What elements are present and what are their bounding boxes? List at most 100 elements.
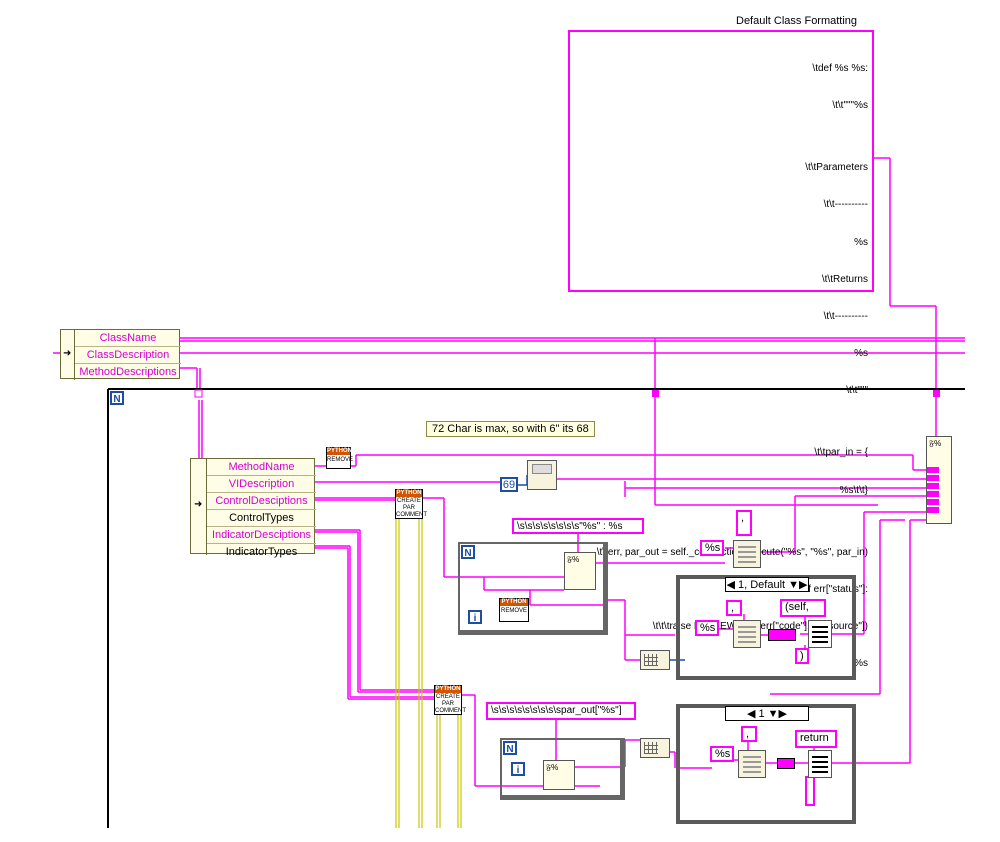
python-remove-label: REMOVE — [327, 457, 354, 463]
python-create-label: CREATE PAR COMMENT — [396, 498, 427, 518]
field-methodname[interactable]: MethodName — [207, 459, 316, 476]
concatenate-strings-node[interactable] — [808, 620, 832, 648]
comma-constant[interactable]: , — [726, 600, 742, 616]
percent-s-constant[interactable]: %s — [695, 620, 719, 636]
join-strings-node[interactable] — [733, 620, 761, 648]
field-controldesciptions[interactable]: ControlDesciptions — [207, 493, 316, 510]
python-header: PYTHON — [396, 490, 422, 497]
array-to-spreadsheet-node[interactable] — [640, 738, 670, 758]
string-indicator — [768, 629, 796, 641]
concatenate-strings-icon — [738, 625, 756, 643]
format-line: \t\t---------- — [823, 310, 868, 322]
case-next-icon[interactable]: ▼▶ — [767, 708, 788, 720]
self-prefix-constant[interactable]: (self, — [780, 599, 826, 617]
field-controltypes[interactable]: ControlTypes — [207, 510, 316, 527]
return-constant[interactable]: return — [795, 730, 837, 748]
python-create-label: CREATE PAR COMMENT — [435, 694, 466, 714]
concatenate-strings-icon — [743, 755, 761, 773]
case-selector-2[interactable]: ◀ 1 ▼▶ — [725, 706, 809, 721]
numeric-constant-69[interactable]: 69 — [500, 477, 518, 492]
output-format-constant[interactable]: \s\s\s\s\s\s\s\s\spar_out["%s"] — [486, 702, 636, 720]
concatenate-strings-node[interactable] — [808, 750, 832, 778]
outputs-for-loop[interactable] — [500, 738, 625, 800]
format-title: Default Class Formatting — [736, 15, 858, 27]
field-classdescription[interactable]: ClassDescription — [75, 347, 181, 364]
format-line: \t\tParameters — [805, 162, 868, 174]
input-terminal[interactable] — [927, 483, 939, 489]
string-wrap-node[interactable] — [527, 460, 557, 490]
python-header: PYTHON — [435, 686, 461, 693]
comment-label: 72 Char is max, so with 6" its 68 — [426, 421, 595, 437]
python-header: PYTHON — [327, 448, 353, 455]
percent-s-constant[interactable]: %s — [710, 746, 734, 762]
case-label-1: 1, Default — [738, 579, 786, 591]
field-indicatortypes[interactable]: IndicatorTypes — [225, 546, 298, 558]
loop-iteration-terminal: i — [511, 762, 525, 776]
loop-count-terminal[interactable]: N — [110, 391, 124, 405]
input-terminal[interactable] — [927, 467, 939, 473]
format-line: \tdef %s %s: — [812, 62, 868, 74]
params-for-loop[interactable] — [458, 542, 608, 635]
concatenate-strings-icon — [812, 755, 828, 773]
field-methoddescriptions[interactable]: MethodDescriptions — [79, 366, 177, 378]
array-to-spreadsheet-node[interactable] — [640, 650, 670, 670]
field-indicatordesciptions[interactable]: IndicatorDesciptions — [207, 527, 316, 544]
format-into-string-params[interactable]: 𝔉% — [564, 552, 596, 590]
input-terminal[interactable] — [927, 491, 939, 497]
format-line: \t\tReturns — [821, 273, 868, 285]
case-selector-1[interactable]: ◀ 1, Default ▼▶ — [725, 577, 809, 592]
format-into-string-icon: 𝔉% — [567, 555, 580, 564]
case-prev-icon[interactable]: ◀ — [726, 579, 735, 591]
python-header: PYTHON — [500, 599, 528, 606]
case-next-icon[interactable]: ▼▶ — [788, 579, 808, 591]
python-create-comment-subvi[interactable]: PYTHON CREATE PAR COMMENT — [434, 685, 466, 715]
field-videscription[interactable]: VIDescription — [207, 476, 316, 493]
format-line: \t\t""" — [846, 385, 868, 397]
string-indicator — [777, 758, 795, 769]
format-line: %s — [854, 658, 868, 670]
format-line: \t\tpar_in = { — [814, 447, 868, 459]
comma-constant[interactable]: , — [736, 510, 752, 536]
format-into-string-final[interactable]: 𝔉% — [926, 436, 952, 524]
format-into-string-icon: 𝔉% — [546, 763, 559, 772]
wrap-icon — [532, 464, 552, 474]
param-format-constant[interactable]: \s\s\s\s\s\s\s\s"%s" : %s — [512, 518, 644, 534]
case-label-2: 1 — [758, 708, 765, 720]
unbundle-input-terminal[interactable] — [61, 330, 75, 380]
input-terminal[interactable] — [927, 475, 939, 481]
join-strings-node[interactable] — [738, 750, 766, 778]
close-paren-constant[interactable]: ) — [795, 648, 809, 664]
loop-count-terminal[interactable]: N — [503, 741, 517, 755]
format-line: \t\t---------- — [823, 199, 868, 211]
concatenate-strings-icon — [738, 545, 756, 563]
case-prev-icon[interactable]: ◀ — [746, 708, 756, 720]
format-line: %s — [854, 348, 868, 360]
array-to-spreadsheet-icon — [644, 654, 658, 666]
input-terminal[interactable] — [927, 499, 939, 505]
format-line: \t\t\traise LabVIEWerror(err["code"],err… — [652, 621, 868, 633]
loop-count-terminal[interactable]: N — [461, 545, 475, 559]
arrow-right-icon: ➜ — [194, 499, 203, 510]
method-unbundle-node[interactable]: ➜ MethodName VIDescription ControlDescip… — [190, 458, 316, 558]
format-into-string-icon: 𝔉% — [929, 439, 942, 448]
join-strings-node[interactable] — [733, 540, 761, 568]
empty-string-constant[interactable] — [805, 776, 815, 806]
loop-iteration-terminal: i — [468, 610, 482, 624]
format-line: \t\t"""%s — [832, 100, 868, 112]
percent-s-constant[interactable]: %s — [700, 540, 724, 556]
python-create-comment-subvi[interactable]: PYTHON CREATE PAR COMMENT — [395, 489, 427, 519]
unbundle-input-terminal[interactable] — [191, 459, 207, 555]
python-remove-subvi[interactable]: PYTHON REMOVE — [326, 447, 354, 469]
field-classname[interactable]: ClassName — [75, 330, 181, 347]
python-remove-subvi[interactable]: PYTHON REMOVE — [499, 598, 529, 622]
format-line: %s\t\t} — [839, 484, 868, 496]
comma-constant[interactable]: , — [741, 726, 757, 742]
format-string-constant[interactable]: \tdef %s %s: \t\t"""%s \t\tParameters \t… — [568, 30, 874, 669]
class-unbundle-node[interactable]: ➜ ClassName ClassDescription MethodDescr… — [60, 329, 181, 380]
format-into-string-outputs[interactable]: 𝔉% — [543, 760, 575, 790]
concatenate-strings-icon — [812, 625, 828, 643]
array-to-spreadsheet-icon — [644, 742, 658, 754]
format-line: %s — [854, 236, 868, 248]
input-terminal[interactable] — [927, 507, 939, 513]
